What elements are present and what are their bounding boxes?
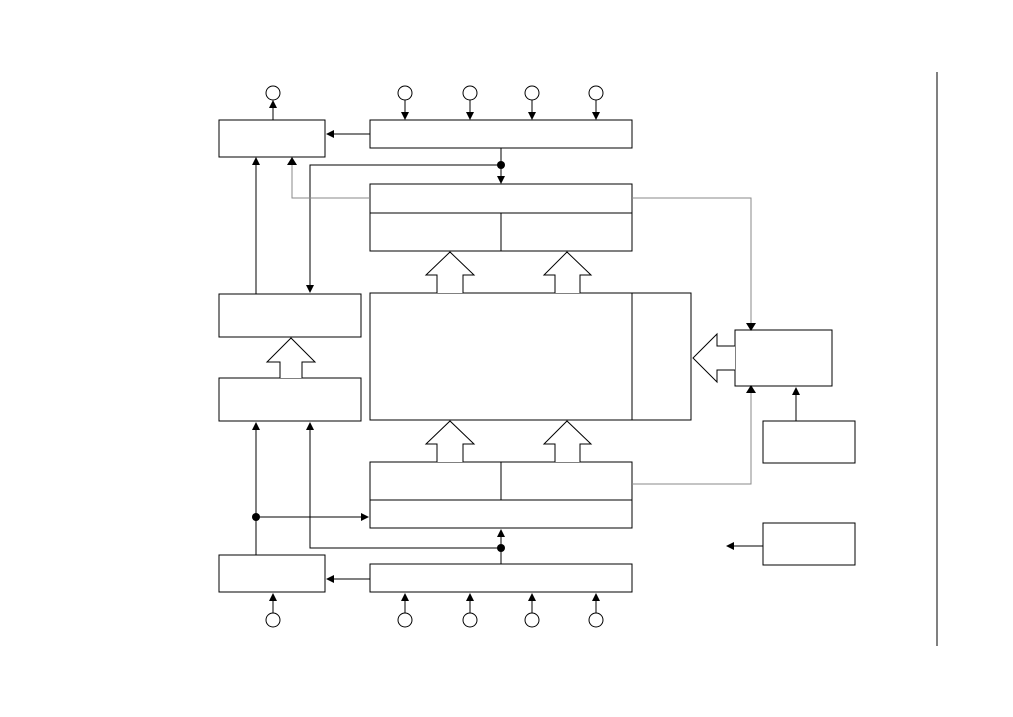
blocks — [218, 119, 856, 593]
upper-register-to-control — [632, 197, 752, 325]
bottom-pin-input — [265, 612, 281, 628]
hollow-arrow-left — [692, 332, 735, 384]
top-left-block — [218, 119, 326, 158]
right-output-block — [762, 522, 856, 566]
left-mid-upper-block — [218, 293, 362, 338]
hollow-arrow-up-3 — [424, 420, 476, 462]
top-pin-output — [265, 85, 281, 101]
lower-register-to-control — [632, 391, 752, 485]
thin-arrowheads — [287, 157, 756, 393]
junction-top — [497, 161, 505, 169]
thin-arrowhead-control-top — [746, 323, 756, 331]
bottom-pin-arrows — [269, 593, 600, 613]
hollow-arrow-up-1 — [424, 251, 476, 293]
central-array-block — [369, 292, 692, 421]
bottom-pin-3 — [524, 612, 540, 628]
bottom-left-block — [218, 554, 326, 593]
right-control-block — [734, 329, 833, 387]
top-pin-1 — [397, 85, 413, 101]
thin-arrowhead-top-left — [287, 157, 297, 165]
bottom-bus-block — [369, 563, 633, 593]
upper-register-to-top-left — [291, 162, 370, 199]
bottom-pin-4 — [588, 612, 604, 628]
junction-bottom — [497, 544, 505, 552]
junction-dots — [252, 161, 505, 552]
top-bus-block — [369, 119, 633, 149]
hollow-arrow-up-2 — [542, 251, 593, 293]
left-mid-lower-block — [218, 377, 362, 422]
top-pin-2 — [462, 85, 478, 101]
top-pins — [265, 85, 604, 101]
bottom-junction-to-left-mid — [306, 422, 501, 549]
top-pin-4 — [588, 85, 604, 101]
bottom-pin-2 — [462, 612, 478, 628]
top-pin-3 — [524, 85, 540, 101]
thin-arrowhead-control-bottom — [746, 385, 756, 393]
hollow-arrow-up-4 — [542, 420, 593, 462]
top-pin-arrows — [269, 100, 600, 120]
hollow-arrows — [265, 251, 735, 462]
thin-connections — [291, 162, 752, 485]
bottom-pin-1 — [397, 612, 413, 628]
junction-to-left-mid — [306, 164, 501, 293]
junction-left — [252, 513, 260, 521]
right-lower-block — [762, 420, 856, 464]
black-connections — [252, 130, 800, 583]
bottom-pins — [265, 612, 604, 628]
hollow-arrow-left-up — [265, 337, 317, 378]
